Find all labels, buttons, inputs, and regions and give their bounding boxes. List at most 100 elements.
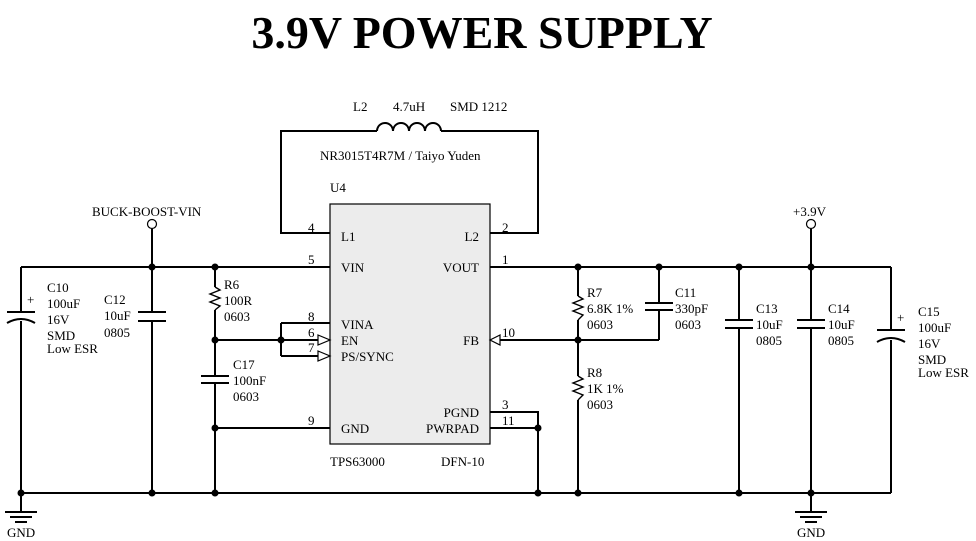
fb-arrow-icon — [488, 334, 501, 346]
c10-rating: 16V — [47, 312, 70, 327]
junction — [534, 424, 542, 432]
wire-pgnd — [490, 411, 539, 493]
pin-num-pgnd: 3 — [502, 397, 509, 412]
ic-part: TPS63000 — [330, 454, 385, 469]
resistor-icon — [571, 295, 585, 321]
c11-pkg: 0603 — [675, 317, 701, 332]
c13-ref: C13 — [756, 301, 778, 316]
pin-num-fb: 10 — [502, 325, 515, 340]
c14-ref: C14 — [828, 301, 850, 316]
net-label-vin: BUCK-BOOST-VIN — [92, 204, 202, 219]
junction — [534, 489, 542, 497]
c15-pkg: SMD — [918, 352, 946, 367]
junction — [211, 424, 219, 432]
junction — [807, 489, 815, 497]
ic-body — [329, 203, 491, 445]
c10-pkg: SMD — [47, 328, 75, 343]
resistor-icon — [208, 286, 222, 311]
pin-num-l1: 4 — [308, 220, 315, 235]
junction — [735, 489, 743, 497]
gnd-label-right: GND — [797, 525, 825, 540]
r7-value: 6.8K 1% — [587, 301, 633, 316]
pin-name-vin: VIN — [341, 260, 365, 275]
c12-value: 10uF — [104, 308, 131, 323]
ic-u4: U4 TPS63000 DFN-10 L1 L2 VIN VOUT VINA E… — [308, 180, 515, 469]
resistor-r7: R7 6.8K 1% 0603 — [571, 285, 633, 332]
c12-pkg: 0805 — [104, 325, 130, 340]
input-arrow-icon — [317, 334, 332, 346]
c15-rating: 16V — [918, 336, 941, 351]
pin-name-pwrpad: PWRPAD — [426, 421, 479, 436]
wire-l2 — [441, 130, 539, 234]
pin-name-vina: VINA — [341, 317, 374, 332]
pin-name-pssync: PS/SYNC — [341, 349, 394, 364]
polarized-capacitor-icon — [6, 311, 36, 324]
c15-value: 100uF — [918, 320, 951, 335]
r7-ref: R7 — [587, 285, 603, 300]
pin-num-vout: 1 — [502, 252, 509, 267]
junction — [574, 489, 582, 497]
r8-value: 1K 1% — [587, 381, 624, 396]
junction — [211, 263, 219, 271]
capacitor-c11: C11 330pF 0603 — [645, 285, 708, 332]
junction — [807, 263, 815, 271]
c11-ref: C11 — [675, 285, 696, 300]
inductor-l2: L2 4.7uH SMD 1212 NR3015T4R7M / Taiyo Yu… — [320, 99, 507, 163]
polarity-mark: + — [27, 292, 34, 307]
capacitor-icon — [201, 375, 229, 384]
capacitor-c14: C14 10uF 0805 — [797, 301, 855, 348]
capacitor-c12: C12 10uF 0805 — [104, 292, 166, 340]
pin-num-pssync: 7 — [308, 340, 315, 355]
capacitor-icon — [138, 311, 166, 322]
ic-ref: U4 — [330, 180, 346, 195]
pin-num-gnd: 9 — [308, 413, 315, 428]
gnd-right: GND — [795, 511, 827, 540]
r8-pkg: 0603 — [587, 397, 613, 412]
c15-ref: C15 — [918, 304, 940, 319]
inductor-package: SMD 1212 — [450, 99, 507, 114]
c17-pkg: 0603 — [233, 389, 259, 404]
net-label-vout: +3.9V — [793, 204, 827, 219]
pin-num-vina: 8 — [308, 309, 315, 324]
junction — [17, 489, 25, 497]
c13-pkg: 0805 — [756, 333, 782, 348]
c10-value: 100uF — [47, 296, 80, 311]
pin-name-pgnd: PGND — [444, 405, 479, 420]
capacitor-icon — [645, 302, 673, 311]
c14-value: 10uF — [828, 317, 855, 332]
r6-value: 100R — [224, 293, 253, 308]
pin-num-en: 6 — [308, 325, 315, 340]
inductor-coil-icon — [376, 122, 442, 132]
wire-l1 — [280, 130, 377, 234]
resistor-r8: R8 1K 1% 0603 — [571, 365, 624, 412]
ground-icon — [795, 511, 827, 523]
junction — [148, 263, 156, 271]
c12-ref: C12 — [104, 292, 126, 307]
junctions — [17, 263, 815, 497]
c15-note: Low ESR — [918, 365, 969, 380]
capacitor-c13: C13 10uF 0805 — [725, 301, 783, 348]
junction — [211, 489, 219, 497]
junction — [148, 489, 156, 497]
junction — [574, 263, 582, 271]
polarity-mark: + — [897, 310, 904, 325]
junction — [735, 263, 743, 271]
pin-num-l2: 2 — [502, 220, 509, 235]
net-port-icon — [146, 218, 158, 230]
resistor-icon — [571, 375, 585, 401]
net-port-icon — [805, 218, 817, 230]
inductor-ref: L2 — [353, 99, 367, 114]
ground-icon — [5, 511, 37, 523]
pin-name-fb: FB — [463, 333, 479, 348]
pin-name-l2: L2 — [465, 229, 479, 244]
pin-name-gnd: GND — [341, 421, 369, 436]
net-vout: +3.9V — [793, 204, 827, 230]
c11-value: 330pF — [675, 301, 708, 316]
c14-pkg: 0805 — [828, 333, 854, 348]
c10-note: Low ESR — [47, 341, 98, 356]
r8-ref: R8 — [587, 365, 602, 380]
c10-ref: C10 — [47, 280, 69, 295]
capacitor-c10: + C10 100uF 16V SMD Low ESR — [6, 280, 98, 356]
junction — [211, 336, 219, 344]
r6-ref: R6 — [224, 277, 240, 292]
